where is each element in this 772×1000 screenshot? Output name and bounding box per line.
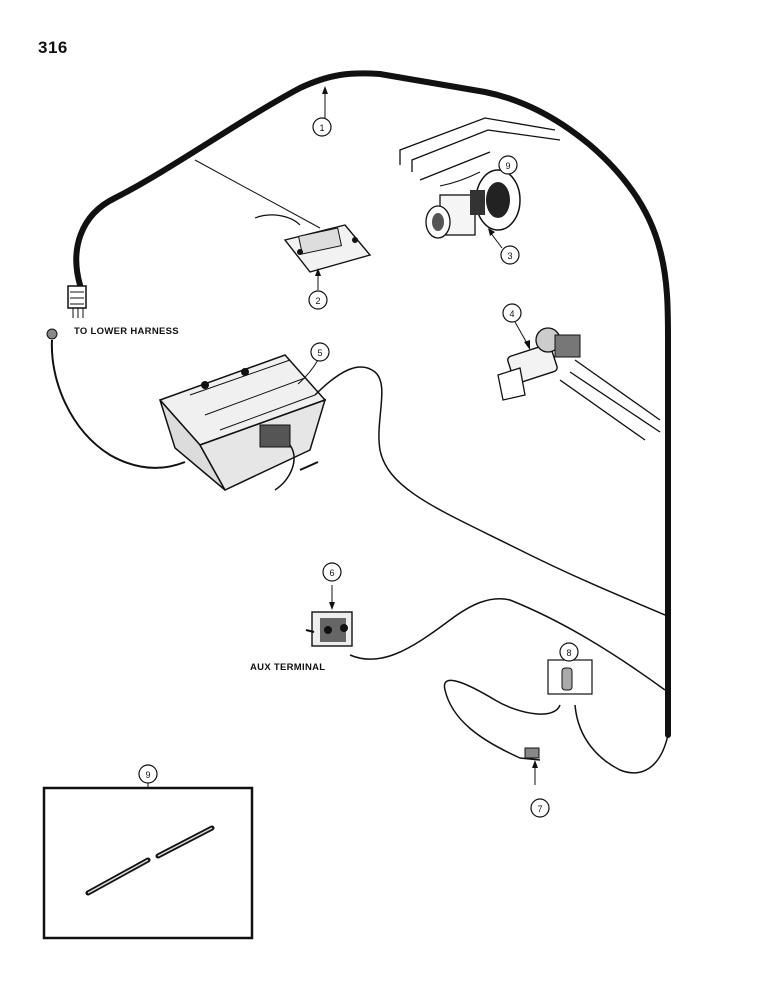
- page-number: 316: [38, 38, 68, 57]
- part-6-solenoid: [305, 611, 353, 647]
- callout-8-circle: [559, 642, 579, 662]
- inset-frame: [42, 786, 254, 940]
- part-2-switch: [254, 214, 372, 273]
- branch-wire-5: [314, 366, 666, 616]
- harness-connector: [67, 285, 87, 318]
- callout-7-circle: [530, 798, 550, 818]
- leader-line: [194, 159, 321, 229]
- part-7-wire: [443, 679, 561, 761]
- callout-3: 3: [507, 251, 512, 261]
- callout-1: 1: [319, 123, 324, 133]
- callout-9-circle: [498, 155, 518, 175]
- callout-8: 8: [566, 648, 571, 658]
- callout-9-inset: 9: [145, 770, 150, 780]
- callout-9: 9: [505, 161, 510, 171]
- callout-3-circle: [500, 245, 520, 265]
- callout-4: 4: [509, 309, 514, 319]
- callout-7: 7: [537, 804, 542, 814]
- part-9-terminal-link: [85, 825, 215, 896]
- callout-5: 5: [317, 348, 322, 358]
- callout-4-circle: [502, 303, 522, 323]
- callout-2-circle: [308, 290, 328, 310]
- callout-5-circle: [310, 342, 330, 362]
- part-5-control-box: [158, 354, 327, 491]
- callout-6-circle: [322, 562, 342, 582]
- part-7-connector: [524, 747, 540, 759]
- callout-6: 6: [329, 568, 334, 578]
- callout-2: 2: [315, 296, 320, 306]
- part-4-motor: [497, 327, 661, 441]
- part-3-blower-motor: [425, 169, 521, 239]
- aux-terminal-wire: [349, 598, 666, 691]
- lower-harness-label: TO LOWER HARNESS: [74, 326, 179, 337]
- aux-terminal-label: AUX TERMINAL: [250, 662, 326, 673]
- part-8-wire: [574, 704, 669, 774]
- callout-9-inset-circle: [138, 764, 158, 784]
- cab-roof-outline: [399, 117, 561, 181]
- main-harness-wire: [73, 70, 671, 738]
- callout-1-circle: [312, 117, 332, 137]
- ground-wire: [50, 339, 186, 469]
